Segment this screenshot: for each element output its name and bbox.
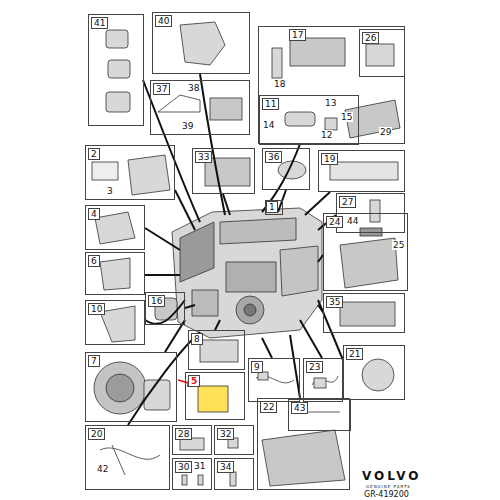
callout-number: 13 [324, 98, 337, 108]
callout-number: 35 [326, 296, 343, 308]
callout-number: 15 [340, 112, 353, 122]
callout-number: 36 [265, 151, 282, 163]
callout-number: 12 [320, 130, 333, 140]
part-panel: 35 [323, 293, 405, 333]
callout-number: 11 [262, 98, 279, 110]
callout-number: 42 [96, 464, 109, 474]
callout-number: 34 [217, 461, 234, 473]
callout-number: 6 [88, 255, 100, 267]
callout-number: 43 [291, 402, 308, 414]
brand-tagline: GENUINE PARTS [366, 484, 411, 489]
part-panel: 8 [188, 330, 245, 370]
callout-number: 1 [266, 201, 278, 213]
callout-number: 27 [339, 196, 356, 208]
part-panel: 32 [214, 425, 254, 455]
callout-number: 4 [88, 208, 100, 220]
callout-number: 25 [392, 240, 405, 250]
callout-number: 41 [91, 17, 108, 29]
callout-number: 38 [187, 83, 200, 93]
part-panel: 41 [88, 14, 144, 126]
callout-number: 23 [306, 361, 323, 373]
part-panel: 4 [85, 205, 145, 250]
callout-number: 17 [289, 29, 306, 41]
callout-number: 3 [106, 186, 114, 196]
callout-number: 10 [88, 303, 105, 315]
part-panel: 40 [152, 12, 250, 74]
part-panel: 43 [288, 399, 351, 431]
callout-number: 14 [262, 120, 275, 130]
callout-number: 8 [191, 333, 203, 345]
part-panel: 9 [248, 358, 300, 402]
callout-number: 32 [217, 428, 234, 440]
callout-number: 22 [260, 401, 277, 413]
part-panel: 16 [145, 292, 185, 325]
part-panel: 37 38 39 [150, 80, 250, 135]
drawing-number: GR-419200 [364, 490, 409, 499]
callout-number: 33 [195, 151, 212, 163]
callout-number: 29 [379, 127, 392, 137]
callout-number: 39 [181, 121, 194, 131]
brand-logo: VOLVO [362, 470, 422, 483]
part-panel: 23 [85, 145, 175, 200]
callout-number: 30 [175, 461, 192, 473]
callout-number: 24 [326, 216, 343, 228]
part-panel: 19 [318, 150, 405, 192]
part-panel: 23 [303, 358, 343, 402]
part-panel: 17 18 29 26 11 13 14 15 12 [258, 26, 405, 144]
callout-number: 2 [88, 148, 100, 160]
part-panel: 2042 [85, 425, 170, 490]
part-panel: 10 [85, 300, 145, 345]
part-panel: 5 [185, 372, 245, 420]
part-panel: 2444 25 [323, 213, 408, 291]
callout-number: 37 [153, 83, 170, 95]
callout-number: 16 [148, 295, 165, 307]
part-panel: 1 [265, 200, 283, 215]
part-panel: 3031 [172, 458, 212, 490]
part-panel: 6 [85, 252, 145, 295]
callout-number: 5 [188, 375, 200, 387]
part-panel: 22 43 [257, 398, 350, 490]
callout-number: 7 [88, 355, 100, 367]
part-panel: 7 [85, 352, 177, 422]
callout-number: 40 [155, 15, 172, 27]
callout-number: 18 [273, 79, 286, 89]
callout-number: 20 [88, 428, 105, 440]
part-panel: 34 [214, 458, 254, 490]
callout-number: 28 [175, 428, 192, 440]
callout-number: 21 [346, 348, 363, 360]
part-panel: 33 [192, 148, 255, 194]
callout-number: 9 [251, 361, 263, 373]
callout-number: 44 [346, 216, 359, 226]
part-panel: 11 13 14 15 12 [259, 95, 359, 145]
part-panel: 26 [359, 29, 405, 77]
part-panel: 21 [343, 345, 405, 400]
callout-number: 26 [362, 32, 379, 44]
part-panel: 28 [172, 425, 212, 455]
callout-number: 31 [193, 461, 206, 471]
part-panel: 36 [262, 148, 310, 190]
callout-number: 19 [321, 153, 338, 165]
